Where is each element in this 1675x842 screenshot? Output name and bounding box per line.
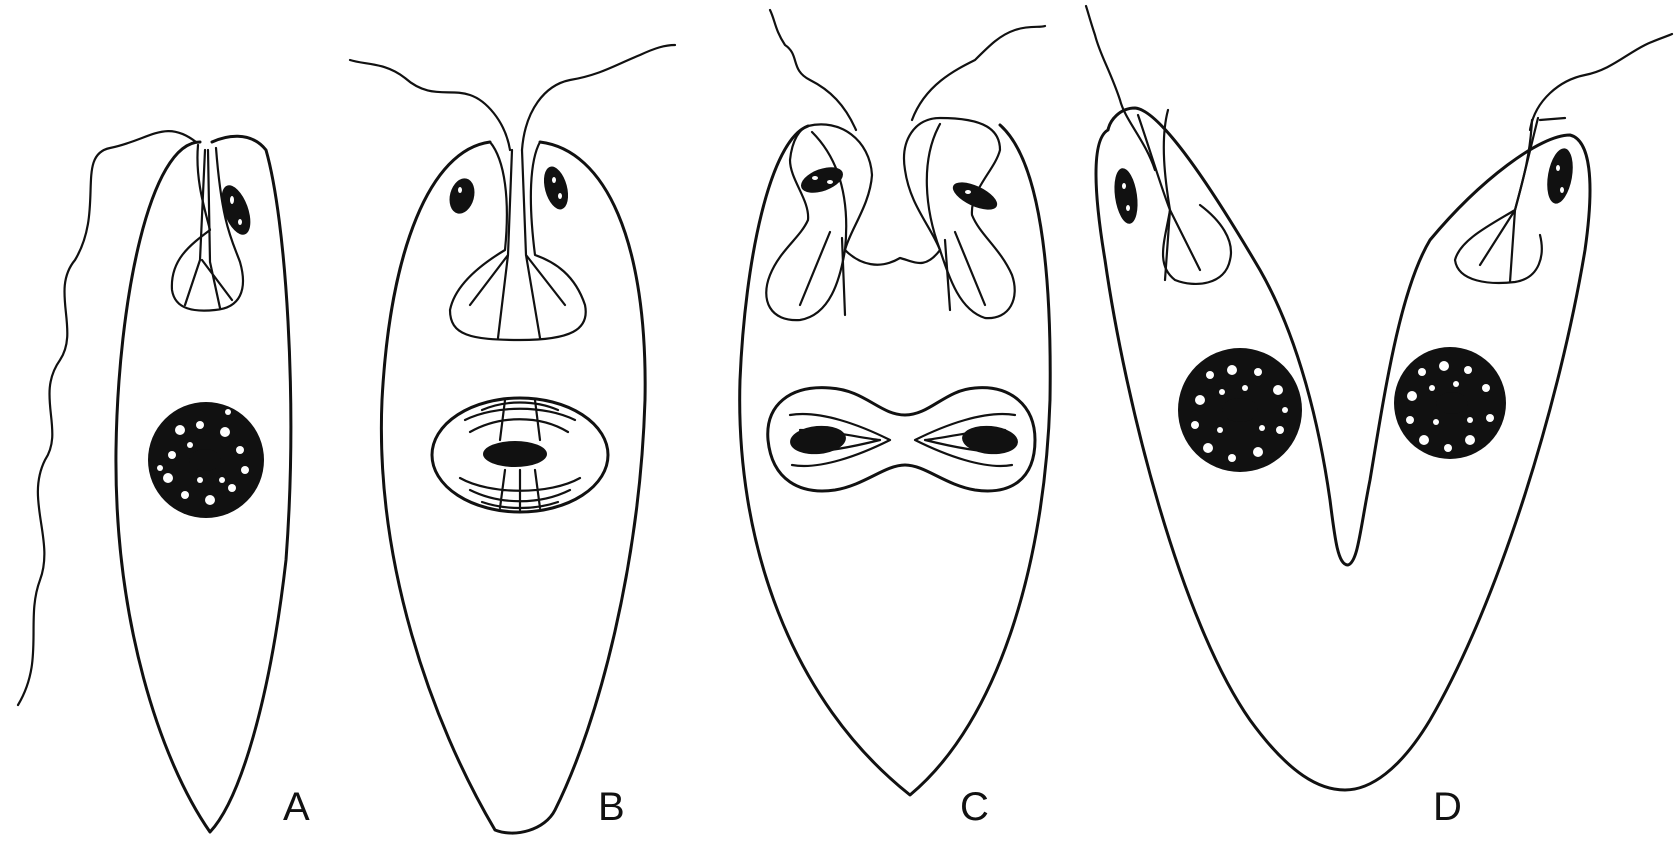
panel-c-axoneme-lines: [800, 124, 985, 315]
panel-c-pocket-right: [904, 118, 1015, 318]
panel-c-dividing-nucleus: [768, 388, 1035, 491]
panel-c: C: [740, 10, 1051, 829]
panel-b-flagellum-left: [350, 60, 510, 150]
panel-c-flagellum-left: [770, 10, 856, 130]
panel-d-flagellum-left: [1086, 6, 1155, 170]
panel-d-kinetoplast-right: [1543, 146, 1576, 205]
panel-b: B: [350, 45, 675, 833]
panel-d: D: [1086, 6, 1672, 829]
panel-a-nucleus: [148, 402, 264, 518]
panel-b-kinetoplast-left: [446, 176, 478, 217]
panel-b-flagellum-right: [522, 45, 675, 150]
panel-b-label: B: [598, 785, 625, 829]
panel-a-label: A: [283, 785, 310, 829]
panel-b-cell-body: [381, 142, 645, 833]
panel-d-pocket-left: [1163, 110, 1231, 284]
panel-d-pocket-right: [1455, 120, 1542, 283]
panel-c-label: C: [960, 785, 989, 829]
panel-b-flagellar-pocket: [450, 142, 586, 340]
panel-a-kinetoplast: [216, 181, 256, 238]
panel-c-pocket-junction: [845, 250, 940, 265]
panel-c-flagellum-right: [912, 26, 1045, 120]
panel-c-kinetoplast-right: [949, 177, 1001, 215]
panel-d-label: D: [1433, 785, 1462, 829]
panel-a-axoneme-lines: [185, 150, 232, 308]
panel-d-nucleus-left: [1178, 348, 1302, 472]
panel-c-kinetoplast-left: [798, 162, 847, 198]
panel-d-flagellum-right: [1530, 34, 1672, 130]
panel-b-dividing-nucleus: [432, 398, 608, 512]
panel-d-kinetoplast-left: [1111, 167, 1141, 226]
panel-d-nucleus-right: [1394, 347, 1506, 459]
panel-a: A: [18, 131, 310, 832]
panel-c-cell-body: [740, 125, 1051, 795]
panel-b-spindle-top: [465, 400, 575, 440]
panel-b-kinetoplast-right: [540, 164, 573, 212]
